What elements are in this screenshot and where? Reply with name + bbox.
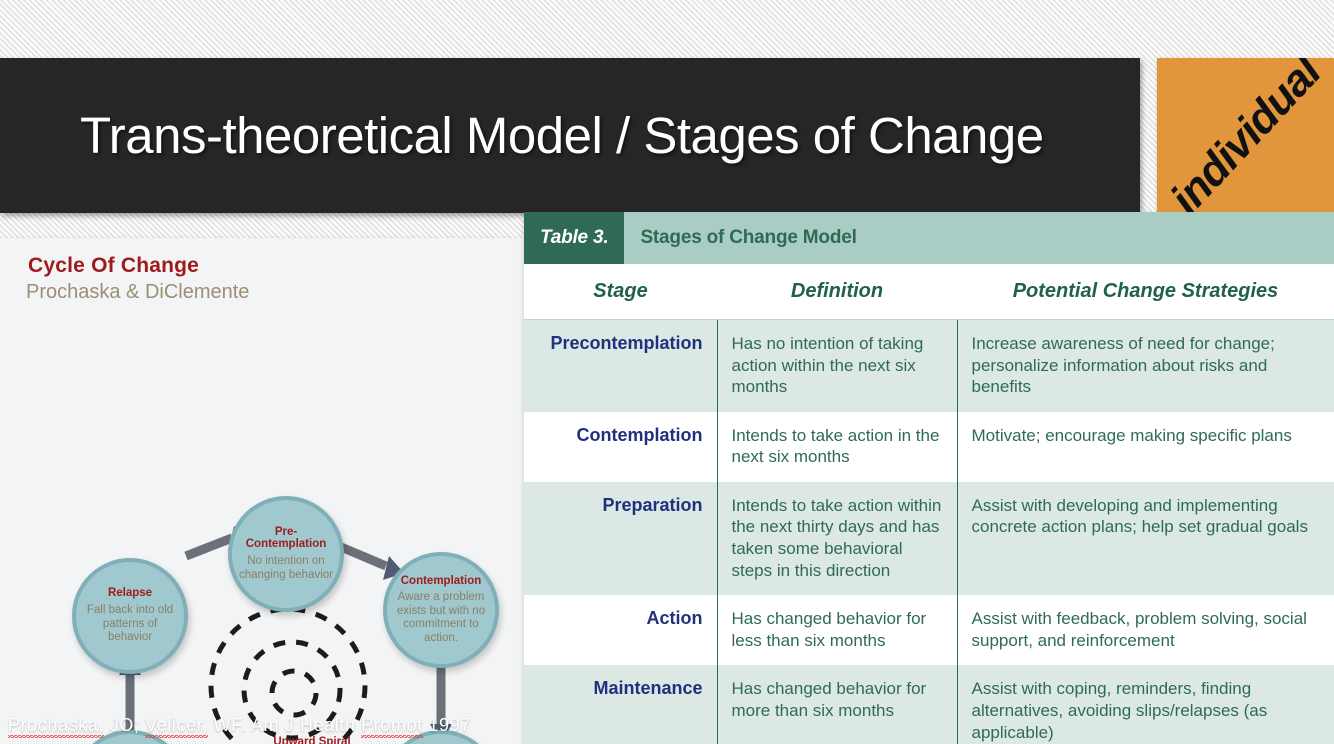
cell-stage: Contemplation — [524, 411, 717, 482]
cell-stage: Action — [524, 595, 717, 666]
cell-stage: Precontemplation — [524, 319, 717, 412]
slide-title-bar: Trans-theoretical Model / Stages of Chan… — [0, 58, 1140, 213]
citation-journal-2: Promot — [361, 715, 423, 738]
cell-definition: Has changed behavior for more than six m… — [716, 665, 957, 744]
cell-stage: Maintenance — [524, 665, 717, 744]
cycle-node-desc: No intention on changing behavior — [239, 555, 333, 581]
cell-definition: Has no intention of taking action within… — [716, 319, 957, 412]
citation-text: Prochaska, JO; Velicer, WF. Am J Health … — [8, 715, 471, 738]
table-row: Preparation Intends to take action withi… — [524, 481, 1334, 596]
cell-strategies: Increase awareness of need for change; p… — [956, 319, 1334, 412]
table-row: Precontemplation Has no intention of tak… — [524, 319, 1334, 412]
cell-stage: Preparation — [524, 481, 717, 596]
cycle-node-title: Relapse — [107, 587, 153, 600]
cycle-node-contemplation: Contemplation Aware a problem exists but… — [383, 552, 499, 668]
cell-strategies: Motivate; encourage making specific plan… — [956, 411, 1334, 482]
cell-definition: Has changed behavior for less than six m… — [716, 595, 957, 666]
column-header-strategies: Potential Change Strategies — [957, 264, 1334, 320]
table-number-tag: Table 3. — [524, 212, 625, 264]
citation-year: 1997 — [428, 715, 471, 735]
cell-strategies: Assist with feedback, problem solving, s… — [956, 595, 1334, 666]
citation-author-1: Prochaska, — [8, 715, 105, 738]
table-row: Contemplation Intends to take action in … — [524, 411, 1334, 482]
table-row: Maintenance Has changed behavior for mor… — [524, 665, 1334, 744]
individual-badge: individual — [1157, 58, 1334, 213]
cell-definition: Intends to take action in the next six m… — [716, 411, 957, 482]
cycle-node-title: Pre-Contemplation — [245, 525, 327, 551]
stages-of-change-table: Table 3. Stages of Change Model Stage De… — [524, 212, 1334, 744]
table-banner: Table 3. Stages of Change Model — [524, 212, 1334, 264]
cycle-node-desc: Aware a problem exists but with no commi… — [396, 591, 486, 644]
table-grid: Stage Definition Potential Change Strate… — [524, 264, 1334, 744]
upward-spiral-title: Upward Spiral — [273, 736, 351, 744]
cycle-node-desc: Fall back into old patterns of behavior — [86, 603, 174, 644]
table-row: Action Has changed behavior for less tha… — [524, 595, 1334, 666]
column-header-stage: Stage — [524, 264, 717, 320]
page-title: Trans-theoretical Model / Stages of Chan… — [80, 107, 1044, 164]
citation-author-2: Velicer, — [145, 715, 208, 738]
individual-badge-label: individual — [1160, 58, 1330, 213]
cell-strategies: Assist with coping, reminders, finding a… — [956, 665, 1334, 744]
cycle-of-change-diagram: Cycle Of Change Prochaska & DiClemente — [0, 238, 525, 744]
table-caption: Stages of Change Model — [640, 227, 857, 248]
cycle-node-title: Contemplation — [400, 574, 482, 587]
cycle-node-precontemplation: Pre-Contemplation No intention on changi… — [228, 496, 344, 612]
citation-journal: Am J Health — [250, 715, 356, 735]
cycle-title: Cycle Of Change — [28, 254, 200, 277]
cycle-connectors — [119, 526, 452, 744]
cell-definition: Intends to take action within the next t… — [716, 481, 957, 596]
upward-spiral-label: Upward Spiral Learn from each relapse — [222, 736, 402, 744]
table-header-row: Stage Definition Potential Change Strate… — [524, 264, 1334, 320]
cycle-subtitle: Prochaska & DiClemente — [26, 281, 250, 303]
citation-initials-1: JO; — [109, 715, 140, 735]
cycle-node-relapse: Relapse Fall back into old patterns of b… — [72, 558, 188, 674]
column-header-definition: Definition — [717, 264, 957, 320]
citation-initials-2: WF. — [213, 715, 247, 735]
cell-strategies: Assist with developing and implementing … — [956, 481, 1334, 596]
